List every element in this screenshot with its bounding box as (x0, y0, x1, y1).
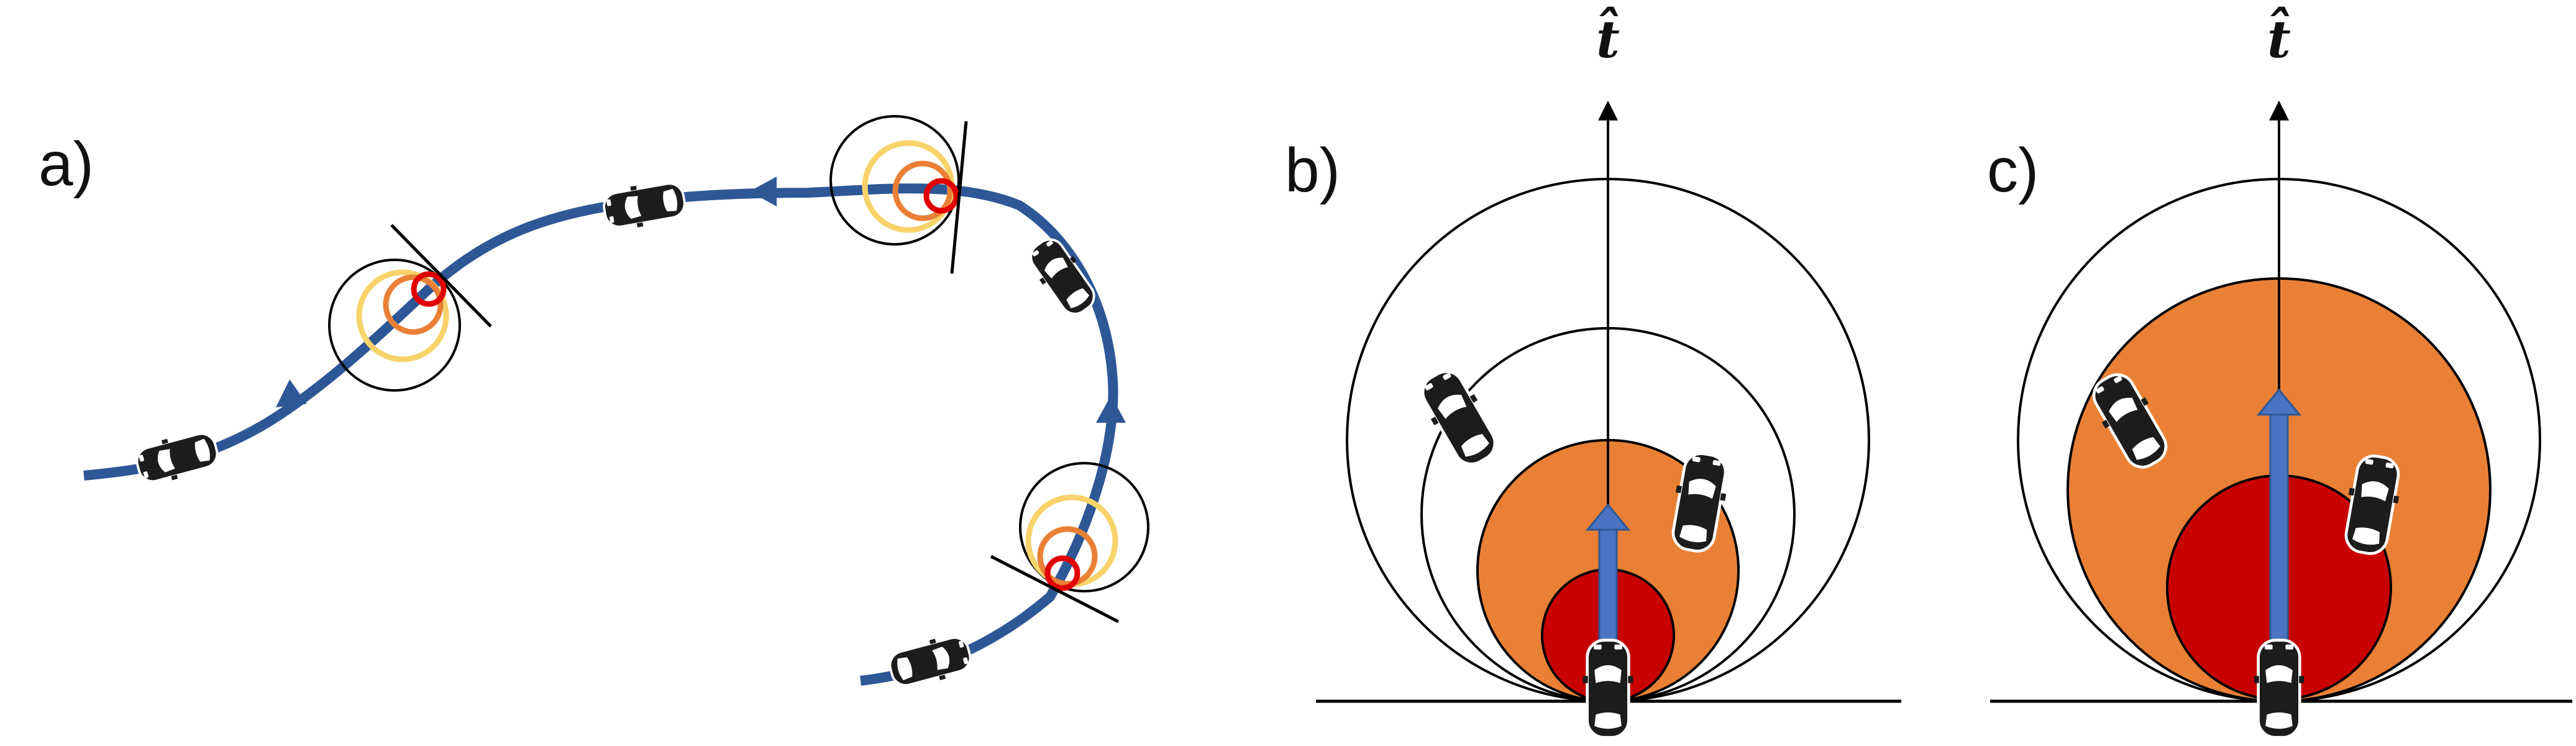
heading-vector-head (1585, 503, 1631, 531)
panel-b: b) t̂ (1285, 7, 1901, 737)
risk-zone (829, 115, 968, 274)
panel-a-label: a) (39, 129, 94, 199)
direction-arrow-icon (1096, 395, 1126, 423)
car-icon (132, 426, 222, 489)
panel-b-label: b) (1285, 136, 1340, 205)
trajectory-path (83, 183, 1118, 686)
car-icon (600, 177, 689, 234)
direction-arrow-icon (275, 379, 307, 408)
panel-c-label: c) (1987, 136, 2039, 205)
heading-vector-head (2256, 388, 2302, 416)
panel-c: c) t̂ (1987, 7, 2572, 737)
risk-zone (328, 224, 492, 392)
axis-label-t-hat: t̂ (2267, 7, 2291, 70)
direction-arrow-icon (749, 177, 777, 206)
panel-a: a) (39, 115, 1149, 693)
axis-label-t-hat: t̂ (1596, 7, 1620, 70)
car-icon (1583, 640, 1633, 737)
risk-zone (990, 462, 1149, 624)
car-icon (2254, 640, 2304, 737)
car-icon (1021, 231, 1104, 323)
car-icon (885, 630, 975, 693)
